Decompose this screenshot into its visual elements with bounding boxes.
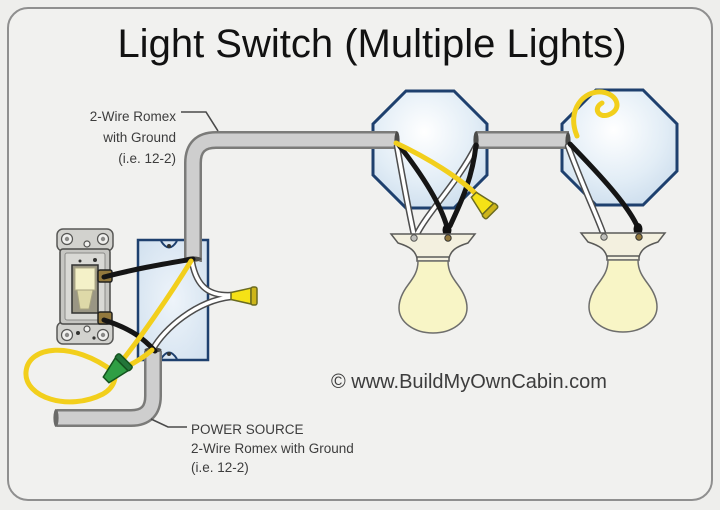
switch-detail-dot xyxy=(78,259,82,263)
hot-terminal-screw xyxy=(444,234,452,242)
copyright-watermark: © www.BuildMyOwnCabin.com xyxy=(331,371,607,393)
switch-screw xyxy=(64,332,70,338)
hot-wire xyxy=(395,141,450,230)
wire-terminal-cap xyxy=(442,224,452,236)
romex-label-line3: (i.e. 12-2) xyxy=(118,151,176,166)
switch-detail-dot xyxy=(76,331,80,335)
neutral-terminal-screw xyxy=(410,234,418,242)
fixture1-wires xyxy=(393,140,481,239)
wire-nut-green-ground xyxy=(102,353,133,384)
fixture2-wires xyxy=(564,89,641,237)
light-fixture-1 xyxy=(389,224,477,334)
wire-nut-yellow-switch-box xyxy=(230,286,258,306)
switch-screw xyxy=(83,325,91,333)
switch-screw xyxy=(64,236,70,242)
switch-box-tab-top-hole xyxy=(167,244,171,248)
light-bulb xyxy=(588,259,658,333)
switch-toggle-lower xyxy=(76,289,94,310)
hot-wire xyxy=(567,141,641,231)
power-label-line3: (i.e. 12-2) xyxy=(191,460,249,475)
wire-terminal-cap xyxy=(633,223,643,235)
light-switch xyxy=(56,228,114,345)
power-label-pointer xyxy=(150,418,187,428)
romex-label-pointer xyxy=(181,111,219,132)
light-bulb xyxy=(398,260,468,334)
switch-toggle xyxy=(74,267,96,291)
ground-wire-loop xyxy=(23,347,118,405)
power-label-line2: 2-Wire Romex with Ground xyxy=(191,441,354,456)
wire-nut-skirt xyxy=(481,202,499,220)
page-title: Light Switch (Multiple Lights) xyxy=(117,22,626,66)
wire-nut-yellow-fixture1 xyxy=(470,191,499,220)
romex-label: 2-Wire Romex with Ground (i.e. 12-2) xyxy=(90,109,177,166)
wire-nut-skirt xyxy=(114,353,133,372)
switch-box-tab-bottom-hole xyxy=(167,352,171,356)
neutral-terminal-screw xyxy=(600,233,608,241)
romex-label-line1: 2-Wire Romex xyxy=(90,109,177,124)
neutral-wire-core xyxy=(395,144,416,237)
ground-wire-curl xyxy=(571,89,620,139)
wire-nut-skirt xyxy=(250,286,258,306)
cable-cut-end xyxy=(53,409,59,427)
romex-label-line2: with Ground xyxy=(102,130,176,145)
light-fixture-2 xyxy=(579,223,667,333)
neutral-wire-core xyxy=(566,144,605,235)
switch-screw xyxy=(83,240,91,248)
switch-screw xyxy=(100,332,106,338)
cable-power-source-core xyxy=(57,351,160,425)
romex-cables xyxy=(53,131,571,427)
hot-terminal-screw xyxy=(635,233,643,241)
ground-wire xyxy=(393,140,481,199)
neutral-wire-core xyxy=(151,295,233,351)
switch-detail-dot xyxy=(93,258,97,262)
cable-switch-to-fixture1-core xyxy=(186,133,397,262)
switch-detail-dot xyxy=(92,336,96,340)
power-label-line1: POWER SOURCE xyxy=(191,422,304,437)
power-source-label: POWER SOURCE 2-Wire Romex with Ground (i… xyxy=(191,422,354,475)
neutral-wire-core xyxy=(190,260,233,297)
hot-wire-to-top-terminal xyxy=(101,256,196,280)
neutral-wire-core xyxy=(415,144,478,236)
hot-wire xyxy=(447,142,479,229)
switch-screw xyxy=(100,236,106,242)
